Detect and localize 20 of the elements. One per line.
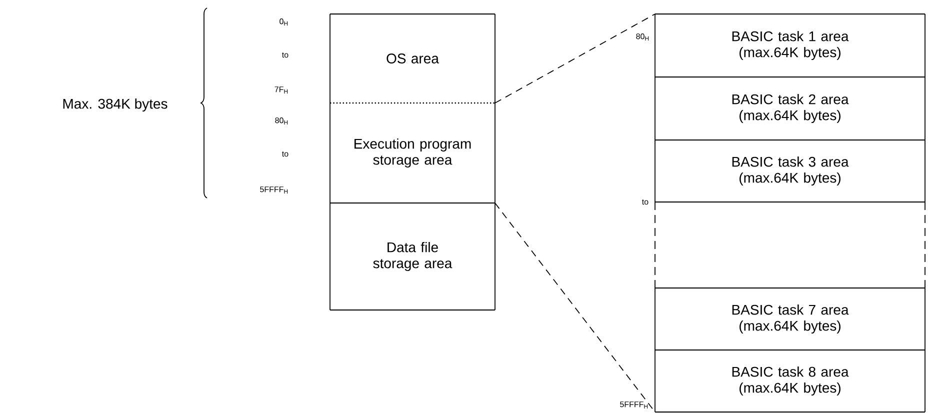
address-label: 5FFFF$_{H}$	[260, 186, 288, 194]
memory-area-box: BASIC task 2 area (max.64K bytes)	[654, 76, 926, 140]
memory-area-box: BASIC task 1 area (max.64K bytes)	[654, 14, 926, 78]
size-label: Max. 384K bytes	[63, 98, 168, 112]
address-label: 5FFFF$_{H}$	[620, 402, 648, 408]
dashed-line	[494, 14, 656, 104]
memory-area-box: BASIC task 3 area (max.64K bytes)	[654, 140, 926, 202]
memory-area-box: Data file storage area	[330, 202, 496, 310]
address-label: 80$_{H}$	[636, 34, 649, 40]
address-label: to	[282, 151, 288, 157]
memory-area-box: BASIC task 8 area (max.64K bytes)	[654, 350, 926, 412]
address-label: 80$_{H}$	[275, 118, 288, 124]
memory-area-box: BASIC task 7 area (max.64K bytes)	[654, 288, 926, 350]
omitted-area-box	[654, 202, 926, 288]
address-label: 7F$_{H}$	[274, 86, 288, 94]
address-label: to	[282, 52, 288, 58]
address-label: 0$_{H}$	[280, 18, 288, 26]
address-label: to	[642, 199, 648, 205]
memory-area-box: OS area	[330, 14, 496, 104]
memory-area-box: Execution program storage area	[330, 102, 496, 204]
